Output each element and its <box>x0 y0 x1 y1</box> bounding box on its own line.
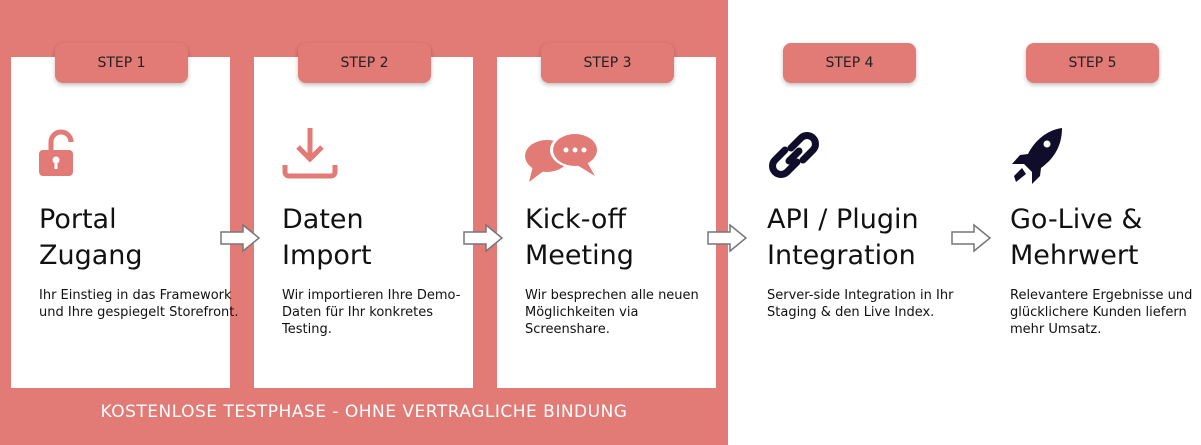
arrow-right-icon <box>707 223 748 253</box>
free-trial-label: KOSTENLOSE TESTPHASE - OHNE VERTRAGLICHE… <box>100 402 628 422</box>
step-description: Wir besprechen alle neuen Möglichkeiten … <box>525 288 699 337</box>
step-5: STEP 5 Go-Live &Mehrwert Relevantere Erg… <box>982 0 1201 445</box>
step-badge: STEP 2 <box>298 43 431 83</box>
arrow-right-icon <box>951 223 992 253</box>
step-title: Go-Live &Mehrwert <box>1010 204 1143 271</box>
unlock-icon <box>39 129 74 176</box>
card-bg-3 <box>497 57 716 388</box>
step-badge: STEP 4 <box>783 43 916 83</box>
chat-icon <box>525 132 600 182</box>
rocket-icon <box>1012 128 1062 184</box>
link-icon <box>769 132 819 178</box>
arrow-right-icon <box>220 223 261 253</box>
step-description: Ihr Einstieg in das Framework und Ihre g… <box>39 288 239 320</box>
card-bg-2 <box>254 57 473 388</box>
step-description: Server-side Integration in Ihr Staging &… <box>767 288 954 320</box>
step-description: Wir importieren Ihre Demo-Daten für Ihr … <box>282 288 461 337</box>
step-badge: STEP 3 <box>541 43 674 83</box>
step-badge: STEP 5 <box>1026 43 1159 83</box>
step-badge: STEP 1 <box>55 43 188 83</box>
step-description: Relevantere Ergebnisse und glücklichere … <box>1010 288 1193 337</box>
card-bg-1 <box>11 57 230 388</box>
arrow-right-icon <box>463 223 504 253</box>
download-icon <box>282 128 338 179</box>
